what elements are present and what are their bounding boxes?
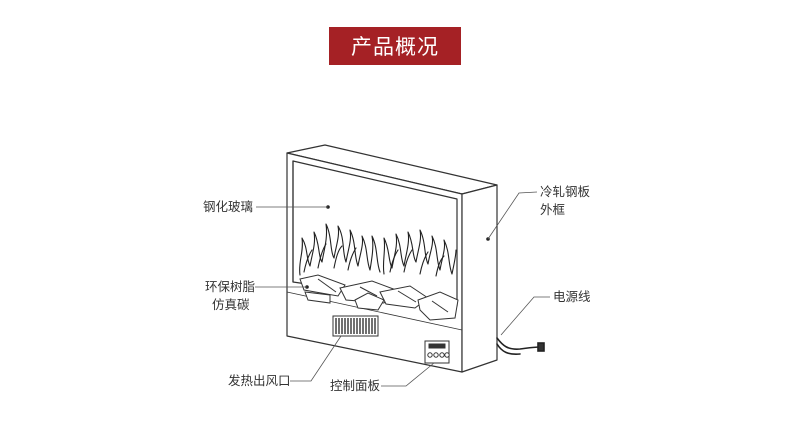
callout-lines <box>255 191 550 387</box>
label-resin-charcoal-line2: 仿真碳 <box>212 297 250 312</box>
resin-charcoal-logs <box>299 274 459 321</box>
label-control-panel: 控制面板 <box>330 378 381 393</box>
label-cold-rolled-frame: 冷轧钢板 外框 <box>540 183 590 219</box>
label-power-cord: 电源线 <box>553 289 591 304</box>
page-title: 产品概况 <box>329 27 461 65</box>
label-tempered-glass: 钢化玻璃 <box>203 199 254 214</box>
cabinet-side <box>461 184 498 373</box>
label-resin-charcoal: 环保树脂 仿真碳 <box>205 278 255 314</box>
label-resin-charcoal-line1: 环保树脂 <box>205 279 256 294</box>
label-cold-rolled-line1: 冷轧钢板 <box>540 184 591 199</box>
control-panel-box <box>424 340 450 364</box>
heat-vent-grille <box>332 315 379 337</box>
flames <box>299 223 457 277</box>
power-cord <box>496 337 545 355</box>
label-heat-vent: 发热出风口 <box>228 373 291 388</box>
label-cold-rolled-line2: 外框 <box>540 202 566 217</box>
